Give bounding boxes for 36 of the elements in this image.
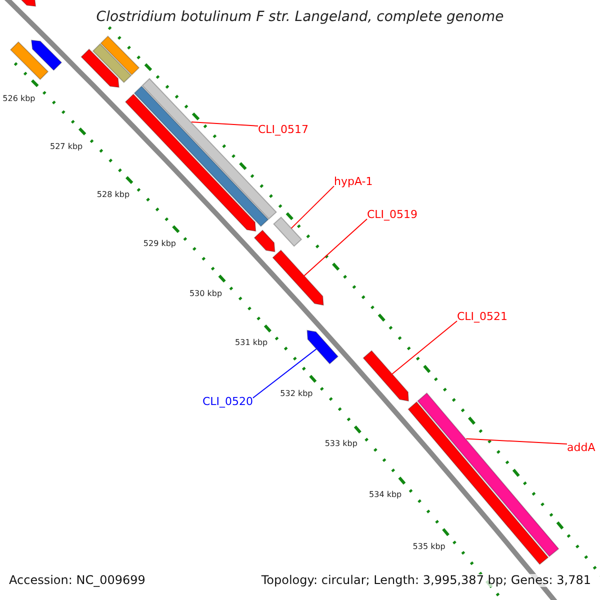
gene-feature [10,41,49,80]
scale-label: 529 kbp [143,240,176,250]
gene-label: CLI_0521 [457,310,508,324]
gene-label: addA [567,442,596,454]
gene-feature [306,330,339,364]
accession-text: Accession: NC_009699 [9,574,146,588]
gene-feature [362,350,410,402]
scale-label: 527 kbp [50,142,83,152]
gene-feature [80,48,120,88]
gene-label: CLI_0520 [202,396,253,408]
gene-label: hypA-1 [334,176,373,188]
leader-line [252,348,317,398]
scale-label: 528 kbp [96,191,130,200]
leader-line [304,218,368,276]
scale-label: 533 kbp [324,440,358,450]
leader-line [392,320,458,375]
leader-line [290,186,334,229]
scale-label: 532 kbp [280,390,313,398]
genome-title: Clostridium botulinum F str. Langeland, complete genome [96,10,504,26]
gene-feature [408,401,549,565]
leader-line [466,438,568,444]
scale-label: 530 kbp [189,290,222,298]
gene-feature [254,230,276,252]
gene-feature [100,36,140,76]
gene-feature [272,250,324,306]
scale-label: 534 kbp [369,491,402,500]
scale-label: 531 kbp [235,339,268,348]
leader-line [190,122,258,126]
scale-label: 535 kbp [412,542,446,552]
gene-feature [273,216,302,247]
scale-label: 526 kbp [2,94,36,104]
gene-label: CLI_0517 [258,124,309,136]
genome-summary: Topology: circular; Length: 3,995,387 bp; Genes: 3,781 [261,574,591,588]
gene-feature [92,43,132,84]
gene-feature [30,40,62,71]
gene-label: CLI_0519 [367,208,418,222]
